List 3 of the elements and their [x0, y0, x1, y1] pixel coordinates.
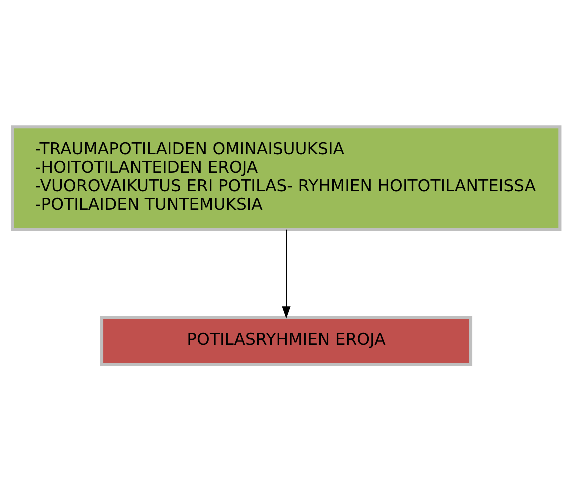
node-box: -TRAUMAPOTILAIDEN OMINAISUUKSIA -HOITOTILANTEIDEN EROJA -VUOROVAIKUTUS ERI POTILAS- RYHMIEN HOITOTILANTEISSA -POTILAIDEN TUNTEMUKSIA — [11, 126, 562, 232]
node-box: POTILASRYHMIEN EROJA — [100, 316, 473, 366]
arrow — [282, 230, 291, 319]
